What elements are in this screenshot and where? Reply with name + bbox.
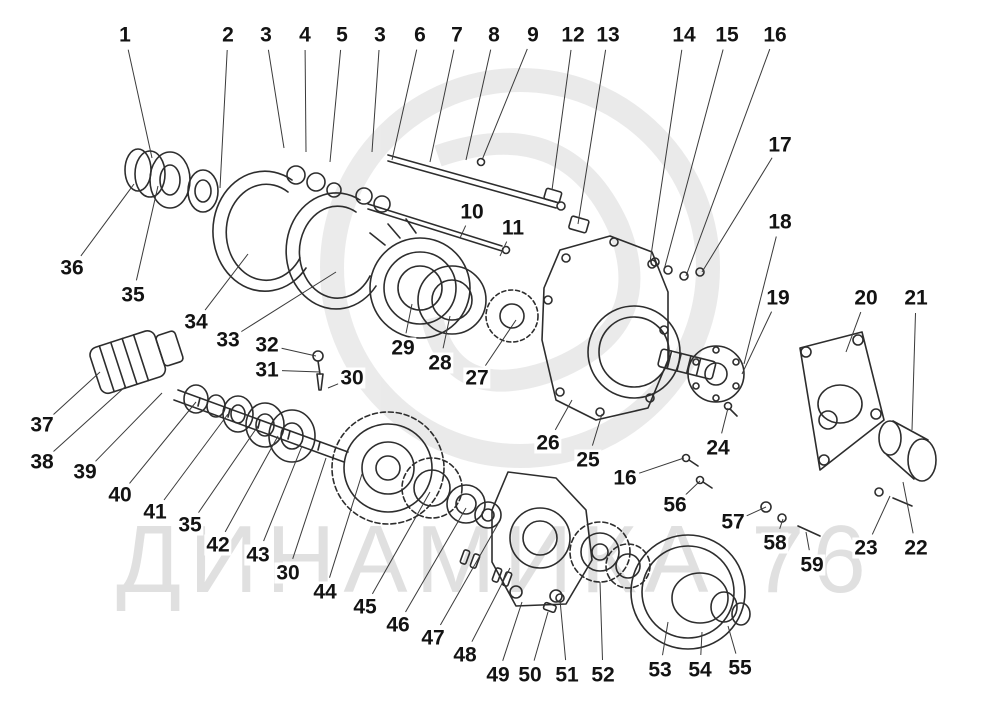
gear-cluster	[331, 411, 502, 529]
leader-line-5	[329, 49, 342, 163]
leader-line-14	[649, 49, 683, 263]
leader-line-7	[429, 49, 455, 163]
push-rods	[367, 154, 566, 255]
small-valve	[312, 350, 324, 391]
leader-line-19	[741, 311, 773, 375]
leader-line-8	[465, 49, 492, 161]
leader-line-21	[911, 312, 916, 431]
leader-line-42	[224, 435, 279, 533]
leader-line-37	[52, 371, 101, 416]
leader-line-35	[135, 185, 159, 281]
leader-line-57	[746, 506, 767, 517]
leader-line-50	[533, 611, 549, 661]
gasket-plate	[799, 331, 885, 471]
small-bushings	[543, 187, 590, 234]
upper-assembly	[124, 148, 937, 537]
clamp-band-rear	[285, 187, 391, 310]
leader-line-6	[391, 49, 418, 161]
leader-line-11	[499, 241, 508, 257]
leader-line-32	[281, 347, 317, 357]
leader-line-48	[471, 567, 511, 642]
leader-line-24	[721, 407, 729, 434]
leader-line-55	[727, 625, 737, 654]
leader-line-3	[371, 49, 380, 153]
leader-line-51	[559, 599, 567, 661]
leader-line-49	[502, 601, 523, 661]
leader-line-1	[127, 49, 153, 159]
washer-row	[183, 384, 316, 463]
leader-line-36	[80, 183, 135, 257]
carrier-bracket	[491, 471, 593, 607]
leader-line-15	[663, 49, 724, 271]
leader-line-31	[281, 370, 321, 373]
spline-coupling	[89, 329, 184, 395]
leader-line-59	[805, 531, 810, 551]
leader-line-12	[551, 49, 572, 191]
leader-line-9	[481, 48, 528, 161]
leader-line-25	[591, 413, 603, 446]
leader-line-10	[459, 225, 467, 239]
leader-line-13	[577, 49, 607, 225]
bearing-stack	[124, 148, 219, 213]
leader-line-22	[902, 481, 914, 534]
leader-line-2	[219, 49, 228, 189]
leader-line-23	[871, 495, 891, 535]
leader-line-44	[329, 473, 363, 578]
flanged-discs	[369, 218, 539, 343]
leader-line-58	[779, 518, 784, 529]
leader-line-30	[327, 383, 339, 389]
leader-line-53	[662, 621, 669, 656]
leader-line-40	[129, 401, 197, 484]
clamp-band-front	[212, 165, 342, 292]
leader-line-18	[743, 236, 777, 365]
leader-line-27	[484, 319, 517, 366]
leader-line-39	[95, 392, 163, 462]
leader-line-41	[163, 413, 229, 501]
leader-line-16	[685, 48, 771, 277]
leader-line-46	[405, 507, 467, 613]
lower-assembly	[89, 329, 751, 650]
leader-line-38	[52, 385, 127, 453]
round-housing	[630, 534, 751, 650]
splined-shaft	[173, 389, 349, 463]
leader-line-29	[405, 303, 413, 334]
leader-line-20	[845, 311, 862, 353]
leader-line-30	[292, 457, 327, 559]
leader-line-33	[240, 271, 337, 333]
leader-line-16	[639, 457, 685, 474]
leader-line-47	[439, 523, 499, 626]
leader-lines	[52, 48, 916, 661]
leader-line-54	[700, 631, 703, 656]
leader-line-56	[685, 480, 701, 495]
leader-line-17	[701, 157, 773, 273]
leader-line-26	[554, 399, 573, 431]
main-housing	[541, 235, 705, 421]
leader-line-4	[304, 49, 307, 153]
stub-shaft-flange	[657, 345, 745, 403]
leader-line-28	[442, 315, 451, 349]
leader-line-35	[198, 425, 259, 513]
leader-line-45	[371, 491, 431, 595]
leader-line-43	[263, 445, 303, 542]
leader-line-52	[599, 581, 603, 661]
leader-line-34	[204, 253, 249, 311]
leader-line-3	[267, 49, 285, 149]
